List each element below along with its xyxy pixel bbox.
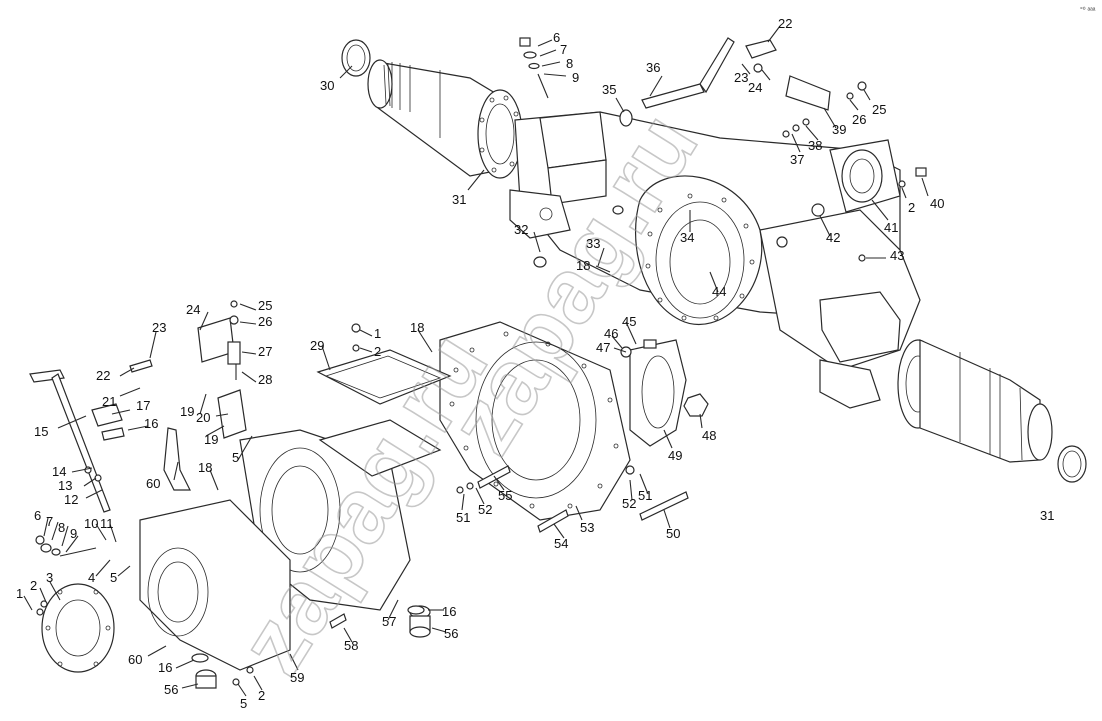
callout-19-b: 19	[204, 432, 218, 447]
callout-50: 50	[666, 526, 680, 541]
callout-51-right: 51	[638, 488, 652, 503]
callout-24-upper: 24	[748, 80, 762, 95]
shift-linkage	[29, 300, 689, 686]
callout-3: 3	[46, 570, 53, 585]
callout-19-a: 19	[180, 404, 194, 419]
callout-6-upper: 6	[553, 30, 560, 45]
callout-37: 37	[790, 152, 804, 167]
callout-41: 41	[884, 220, 898, 235]
callout-47: 47	[596, 340, 610, 355]
callout-15: 15	[34, 424, 48, 439]
callout-54: 54	[554, 536, 568, 551]
callout-60-lower: 60	[128, 652, 142, 667]
callout-8-upper: 8	[566, 56, 573, 71]
callout-2-bottom: 2	[258, 688, 265, 703]
callout-7-lower: 7	[46, 514, 53, 529]
callout-29: 29	[310, 338, 324, 353]
callout-32: 32	[514, 222, 528, 237]
callout-53: 53	[580, 520, 594, 535]
callout-56-right: 56	[444, 626, 458, 641]
callout-2-upper: 2	[908, 200, 915, 215]
callout-49: 49	[668, 448, 682, 463]
callout-1-mid: 1	[374, 326, 381, 341]
rear-axle-housing	[367, 59, 1053, 463]
upper-small-parts	[341, 37, 1087, 483]
callout-17: 17	[136, 398, 150, 413]
callout-30: 30	[320, 78, 334, 93]
callout-36: 36	[646, 60, 660, 75]
callout-4: 4	[88, 570, 95, 585]
callout-31-right: 31	[1040, 508, 1054, 523]
callout-22-lower: 22	[96, 368, 110, 383]
callout-10: 10	[84, 516, 98, 531]
callout-27: 27	[258, 344, 272, 359]
callout-44: 44	[712, 284, 726, 299]
callout-1-lower-left: 1	[16, 586, 23, 601]
callout-22-upper: 22	[778, 16, 792, 31]
callout-23-upper: 23	[734, 70, 748, 85]
callout-20: 20	[196, 410, 210, 425]
callout-6-lower: 6	[34, 508, 41, 523]
callout-25-upper: 25	[872, 102, 886, 117]
callout-45: 45	[622, 314, 636, 329]
callout-43: 43	[890, 248, 904, 263]
callout-18-lower: 18	[198, 460, 212, 475]
callout-5-lower: 5	[110, 570, 117, 585]
transfer-gearbox	[41, 349, 452, 689]
callout-16-lower-left: 16	[144, 416, 158, 431]
callout-26-upper: 26	[852, 112, 866, 127]
leader-lines	[23, 25, 929, 697]
callout-9-upper: 9	[572, 70, 579, 85]
callout-59: 59	[290, 670, 304, 685]
callout-2-lower-left: 2	[30, 578, 37, 593]
callout-39: 39	[832, 122, 846, 137]
callout-28: 28	[258, 372, 272, 387]
callout-24-lower: 24	[186, 302, 200, 317]
callout-16-lower: 16	[158, 660, 172, 675]
corner-mark: °⁰ ᵃᵃᵃ	[1080, 6, 1096, 14]
callout-18-upper: 18	[576, 258, 590, 273]
callout-13: 13	[58, 478, 72, 493]
callout-60-upper: 60	[146, 476, 160, 491]
callout-52-right: 52	[622, 496, 636, 511]
callout-9-lower: 9	[70, 526, 77, 541]
callout-56-lower: 56	[164, 682, 178, 697]
callout-40: 40	[930, 196, 944, 211]
callout-12: 12	[64, 492, 78, 507]
callout-14: 14	[52, 464, 66, 479]
callout-51-left: 51	[456, 510, 470, 525]
callout-46: 46	[604, 326, 618, 341]
callout-8-lower: 8	[58, 520, 65, 535]
callout-58: 58	[344, 638, 358, 653]
callout-52-left: 52	[478, 502, 492, 517]
callout-5-bottom: 5	[240, 696, 247, 711]
callout-5-mid: 5	[232, 450, 239, 465]
callout-33: 33	[586, 236, 600, 251]
callout-7-upper: 7	[560, 42, 567, 57]
callouts: 30 31 31 6 7 8 9 36 35 22 23 24 25 26 39…	[16, 16, 1054, 711]
callout-11: 11	[100, 516, 114, 531]
callout-57: 57	[382, 614, 396, 629]
callout-55: 55	[498, 488, 512, 503]
callout-18-mid: 18	[410, 320, 424, 335]
callout-35: 35	[602, 82, 616, 97]
callout-31-upper: 31	[452, 192, 466, 207]
callout-25-lower: 25	[258, 298, 272, 313]
callout-16-right: 16	[442, 604, 456, 619]
differential-cover	[439, 321, 709, 521]
callout-34: 34	[680, 230, 694, 245]
callout-26-lower: 26	[258, 314, 272, 329]
callout-42: 42	[826, 230, 840, 245]
callout-48: 48	[702, 428, 716, 443]
callout-23-lower: 23	[152, 320, 166, 335]
callout-2-mid: 2	[374, 344, 381, 359]
callout-21: 21	[102, 394, 116, 409]
callout-38: 38	[808, 138, 822, 153]
